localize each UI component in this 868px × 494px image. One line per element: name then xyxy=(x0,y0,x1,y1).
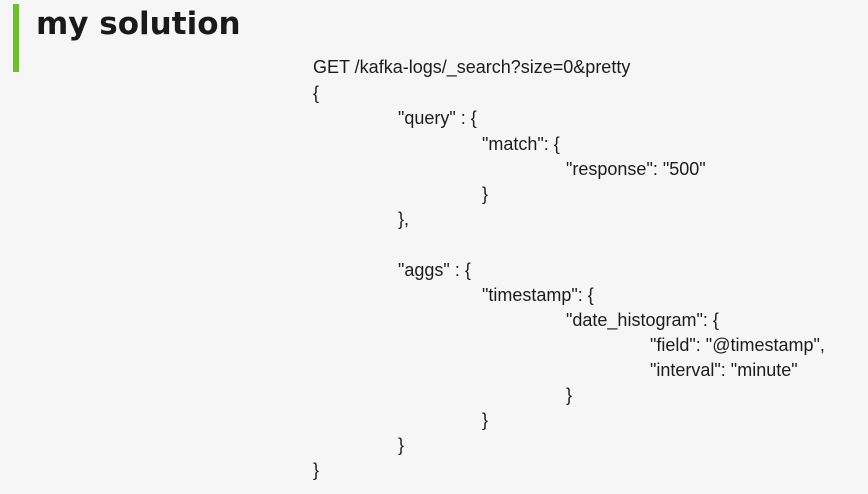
code-line-close-date-histogram: } xyxy=(566,385,573,405)
code-line-aggs: "aggs" : { xyxy=(398,260,471,280)
slide-title: my solution xyxy=(36,6,241,42)
code-line-open-brace: { xyxy=(313,83,320,103)
code-line-field: "field": "@timestamp", xyxy=(650,335,825,355)
code-line-interval: "interval": "minute" xyxy=(650,360,798,380)
code-line-response: "response": "500" xyxy=(566,159,706,179)
code-line-query: "query" : { xyxy=(398,108,477,128)
code-line-timestamp: "timestamp": { xyxy=(482,285,594,305)
code-line-match: "match": { xyxy=(482,134,560,154)
code-line-date-histogram: "date_histogram": { xyxy=(566,310,719,330)
code-line-close-brace: } xyxy=(313,460,320,480)
code-line-close-timestamp: } xyxy=(482,410,489,430)
code-line-close-match: } xyxy=(482,184,489,204)
code-line-request: GET /kafka-logs/_search?size=0&pretty xyxy=(313,57,631,77)
code-line-close-query: }, xyxy=(398,209,410,229)
code-line-close-aggs: } xyxy=(398,435,405,455)
accent-bar xyxy=(13,4,19,72)
